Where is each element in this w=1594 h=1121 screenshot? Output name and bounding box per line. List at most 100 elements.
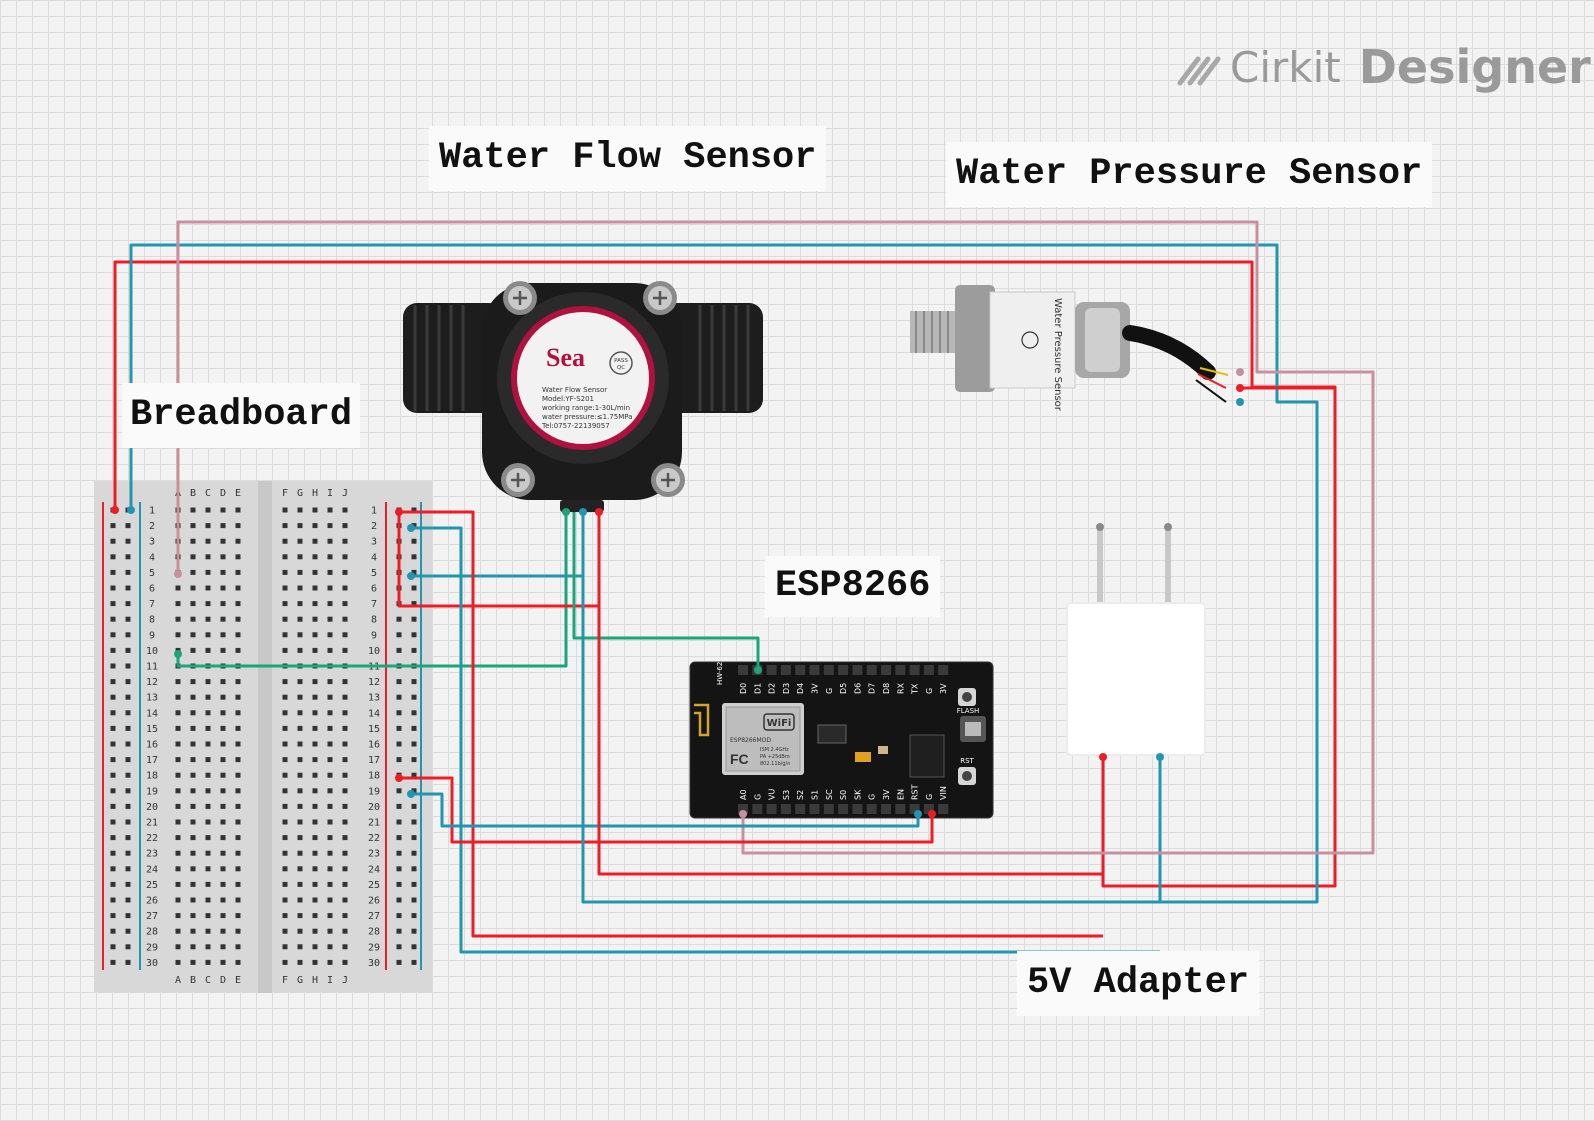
wifi-logo: WiFi xyxy=(767,718,792,729)
water-pressure-sensor[interactable]: Water Pressure Sensor xyxy=(910,285,1229,412)
esp-pin-label: D0 xyxy=(739,683,748,694)
esp-pin[interactable] xyxy=(809,665,820,675)
esp-pin[interactable] xyxy=(909,665,920,675)
esp-pin[interactable] xyxy=(938,665,949,675)
esp-pin[interactable] xyxy=(866,665,877,675)
esp-pin-label: G xyxy=(825,688,834,694)
row-number: 29 xyxy=(146,942,158,953)
row-number: 24 xyxy=(368,864,380,875)
esp-pin[interactable] xyxy=(738,665,748,675)
esp-pin[interactable] xyxy=(766,665,777,675)
row-number: 17 xyxy=(146,755,158,766)
screw-icon xyxy=(503,281,537,315)
esp-pin-label: SC xyxy=(825,789,834,800)
esp-pin-label: D1 xyxy=(753,683,762,694)
esp-pin[interactable] xyxy=(895,665,906,675)
wire-teal xyxy=(411,792,920,828)
label-esp8266: ESP8266 xyxy=(765,556,941,617)
brand-name-bold: Designer xyxy=(1358,40,1591,94)
esp-pin[interactable] xyxy=(780,804,791,814)
row-number: 30 xyxy=(368,958,380,969)
water-flow-sensor[interactable]: Sea PASS QC Water Flow Sensor Model:YF-S… xyxy=(403,281,763,512)
flash-label: FLASH xyxy=(957,707,980,715)
esp-pin-label: TX xyxy=(911,683,920,695)
esp-pin[interactable] xyxy=(838,804,849,814)
row-number: 30 xyxy=(146,958,158,969)
esp-pin[interactable] xyxy=(780,665,791,675)
column-letter: E xyxy=(235,975,241,986)
esp-pin[interactable] xyxy=(823,804,834,814)
row-number: 7 xyxy=(371,599,377,610)
row-number: 15 xyxy=(368,724,380,735)
flow-sensor-line5: Tel:0757-22139057 xyxy=(541,422,610,430)
column-letter: I xyxy=(327,488,333,499)
row-number: 18 xyxy=(368,771,380,782)
row-number: 4 xyxy=(149,552,155,563)
row-number: 25 xyxy=(146,880,158,891)
screw-icon xyxy=(651,463,685,497)
qc-badge-bottom: QC xyxy=(617,365,625,371)
esp-pin[interactable] xyxy=(895,804,906,814)
esp-pin-label: D4 xyxy=(796,683,805,694)
esp-pin[interactable] xyxy=(852,804,863,814)
esp-pin-label: G xyxy=(925,688,934,694)
esp-pin[interactable] xyxy=(881,665,891,675)
esp-pin-label: EN xyxy=(896,789,905,800)
row-number: 27 xyxy=(146,911,158,922)
row-number: 2 xyxy=(149,521,155,532)
esp-pin[interactable] xyxy=(909,804,920,814)
wire-teal xyxy=(581,512,1317,904)
esp-pin-label: RX xyxy=(896,682,905,694)
esp-pin-label: D5 xyxy=(839,683,848,694)
esp-pin[interactable] xyxy=(938,804,949,814)
column-letter: B xyxy=(190,488,196,499)
column-letter: E xyxy=(235,488,241,499)
column-letter: H xyxy=(312,975,318,986)
esp-pin[interactable] xyxy=(852,665,863,675)
column-letter: D xyxy=(220,488,226,499)
esp-pin[interactable] xyxy=(881,804,891,814)
row-number: 23 xyxy=(146,849,158,860)
column-letter: C xyxy=(205,488,211,499)
esp-pin-label: 3V xyxy=(939,683,948,694)
row-number: 9 xyxy=(371,630,377,641)
5v-adapter[interactable] xyxy=(1066,523,1206,756)
row-number: 22 xyxy=(368,833,380,844)
esp-pin-label: D3 xyxy=(782,683,791,694)
esp-pin[interactable] xyxy=(809,804,820,814)
row-number: 26 xyxy=(368,896,380,907)
esp-pin[interactable] xyxy=(766,804,777,814)
esp-pin[interactable] xyxy=(752,804,763,814)
esp-pin-label: D8 xyxy=(882,683,891,694)
esp-pin[interactable] xyxy=(838,665,849,675)
flow-sensor-line1: Water Flow Sensor xyxy=(542,386,607,394)
row-number: 20 xyxy=(368,802,380,813)
esp-pin-label: D7 xyxy=(868,683,877,694)
column-letter: G xyxy=(297,975,303,986)
esp-pin-label: VU xyxy=(768,789,777,800)
wire-teal xyxy=(411,512,585,578)
row-number: 16 xyxy=(146,740,158,751)
wire-red xyxy=(399,776,934,844)
esp-pin[interactable] xyxy=(823,665,834,675)
row-number: 13 xyxy=(368,693,380,704)
esp-pin[interactable] xyxy=(866,804,877,814)
row-number: 29 xyxy=(368,942,380,953)
row-number: 11 xyxy=(146,662,158,673)
row-number: 19 xyxy=(368,786,380,797)
row-number: 12 xyxy=(368,677,380,688)
esp-pin-label: S2 xyxy=(796,790,805,800)
row-number: 24 xyxy=(146,864,158,875)
breadboard-center-channel xyxy=(258,481,272,993)
column-letter: J xyxy=(342,975,348,986)
esp-pin[interactable] xyxy=(795,804,806,814)
esp-pin[interactable] xyxy=(923,804,934,814)
esp-pin[interactable] xyxy=(738,804,748,814)
screw-icon xyxy=(643,281,677,315)
esp-pin[interactable] xyxy=(795,665,806,675)
label-water-flow-sensor: Water Flow Sensor xyxy=(429,126,827,191)
esp-pin[interactable] xyxy=(923,665,934,675)
row-number: 5 xyxy=(149,568,155,579)
